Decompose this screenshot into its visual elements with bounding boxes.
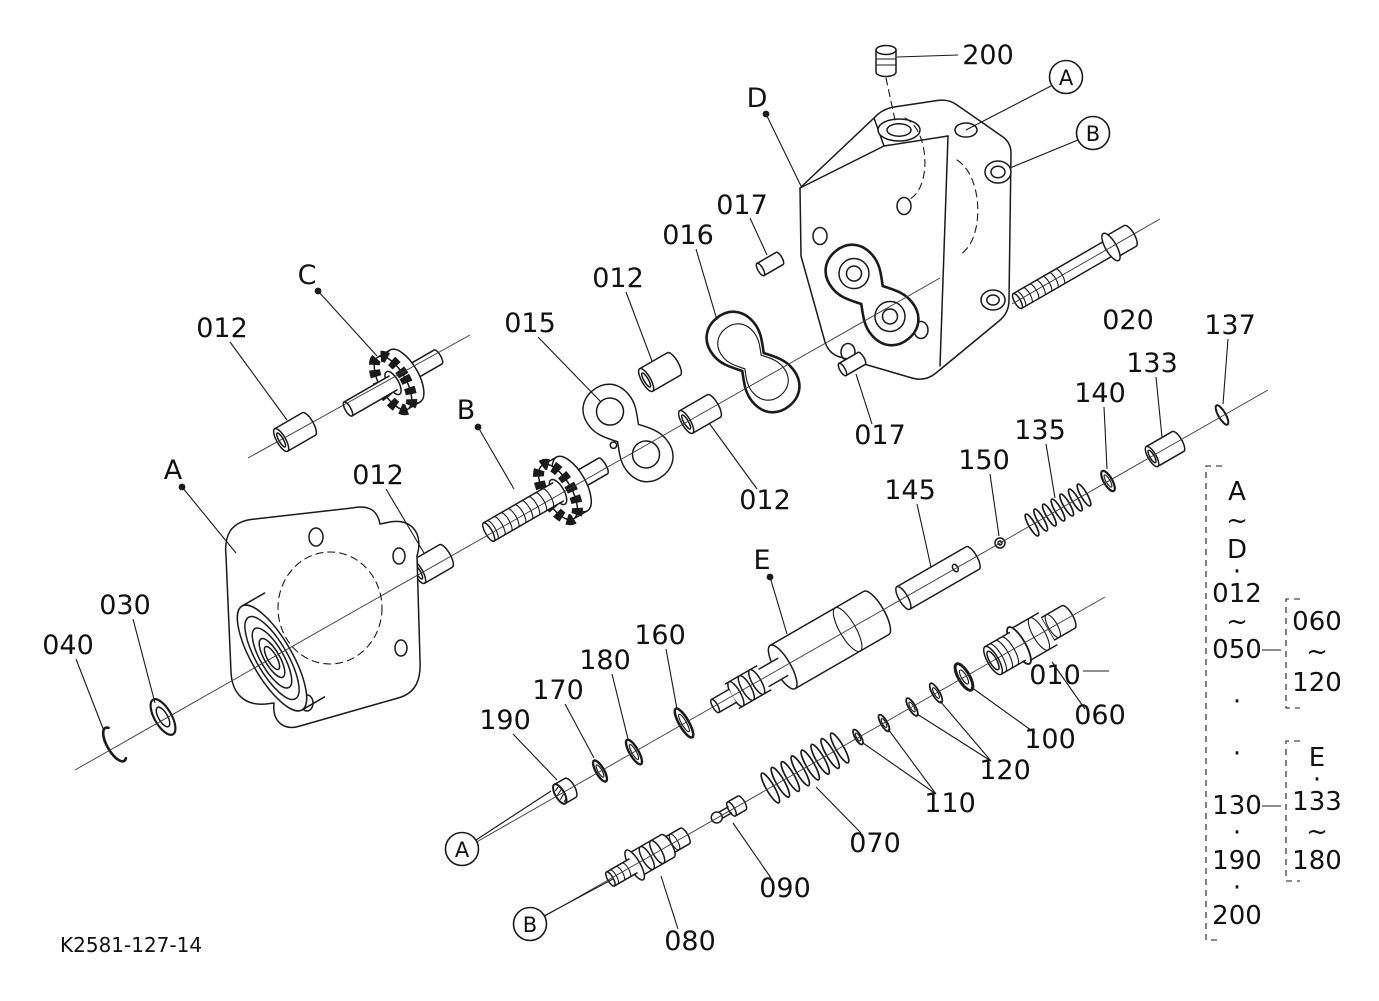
coupler-060 (982, 604, 1077, 676)
legend-entry: · (1233, 557, 1241, 587)
callout-100: 100 (1024, 724, 1076, 755)
balloon-b-bottom-label: B (523, 913, 537, 937)
callout-c: C (298, 260, 317, 291)
plate-015 (572, 373, 684, 493)
callout-140: 140 (1074, 378, 1126, 409)
callout-012-left: 012 (196, 313, 248, 344)
callout-137: 137 (1204, 310, 1256, 341)
valve-body (799, 99, 1012, 380)
balloon-b-top: B (1075, 115, 1111, 151)
callout-160: 160 (634, 620, 686, 651)
leader-lines (75, 54, 1281, 930)
legend-entry: ~ (1226, 607, 1248, 637)
callout-d: D (747, 83, 768, 114)
pump-housing-a (224, 506, 421, 728)
legend-entry: · (1233, 687, 1241, 717)
callout-e: E (753, 545, 770, 576)
callout-135: 135 (1014, 415, 1066, 446)
callout-133: 133 (1126, 348, 1178, 379)
center-axis-lines (74, 218, 1269, 917)
leader-dots (178, 110, 774, 581)
callout-012-top: 012 (592, 263, 644, 294)
callout-090: 090 (759, 873, 811, 904)
callout-b: B (457, 395, 476, 426)
legend-entry: 200 (1212, 901, 1262, 931)
washer-110-a (852, 728, 864, 746)
callout-040: 040 (42, 630, 94, 661)
legend-entry: ~ (1226, 506, 1248, 536)
balloon-a-top: A (1048, 59, 1084, 95)
callout-110: 110 (924, 788, 976, 819)
dowel-pin-017-top (755, 251, 785, 277)
callout-017-top: 017 (716, 190, 768, 221)
legend-entry: · (1233, 873, 1241, 903)
balloon-a-bottom-label: A (455, 838, 470, 862)
legend-entry: E (1309, 743, 1325, 773)
callout-010: 010 (1029, 660, 1081, 691)
balloon-b-bottom: B (512, 906, 548, 942)
callout-017-low: 017 (854, 420, 906, 451)
balloon-a-top-label: A (1059, 66, 1074, 90)
drawing-code: K2581-127-14 (60, 933, 202, 957)
callout-012-mid: 012 (739, 485, 791, 516)
callout-170: 170 (532, 675, 584, 706)
callout-a: A (164, 455, 183, 486)
callout-145: 145 (884, 475, 936, 506)
legend-column: A ~ D · 012 ~ 050 · · 130 · 190 · 200 (1212, 477, 1262, 931)
legend-entry: 130 (1212, 791, 1262, 821)
idler-gear-c (342, 348, 444, 417)
balloon-a-bottom: A (444, 831, 480, 867)
face-seal (814, 233, 930, 357)
legend-entry: 133 (1292, 787, 1342, 817)
legend-entry: 190 (1212, 846, 1262, 876)
dowel-pin-017-bottom (837, 351, 867, 377)
drive-gear-b (481, 455, 609, 543)
callout-200-top: 200 (962, 40, 1014, 71)
legend-brackets (1205, 465, 1300, 941)
callout-180: 180 (579, 645, 631, 676)
legend-entry: 180 (1292, 846, 1342, 876)
legend-entry: 060 (1292, 607, 1342, 637)
legend-entry: D (1227, 535, 1247, 565)
legend-entry: 120 (1292, 668, 1342, 698)
oil-seal-030 (149, 698, 177, 736)
callout-150: 150 (958, 445, 1010, 476)
callout-030: 030 (99, 590, 151, 621)
legend-entry: · (1233, 739, 1241, 769)
legend-entry: ~ (1306, 817, 1328, 847)
plug-200 (875, 44, 897, 121)
bushing-012-upper (637, 351, 683, 393)
legend-entry: A (1228, 477, 1246, 507)
callout-070: 070 (849, 828, 901, 859)
legend-entry: 050 (1212, 635, 1262, 665)
callout-015: 015 (504, 308, 556, 339)
callout-020: 020 (1102, 305, 1154, 336)
callout-012-b: 012 (352, 460, 404, 491)
legend-entry: · (1233, 818, 1241, 848)
ring-137 (1214, 404, 1230, 426)
legend-subgroup-bottom: E · 133 ~ 180 (1292, 743, 1342, 876)
callout-060: 060 (1074, 700, 1126, 731)
spring-seat-090 (710, 795, 748, 824)
legend-entry: ~ (1306, 637, 1328, 667)
snap-ring-040 (101, 726, 128, 763)
callout-190: 190 (479, 705, 531, 736)
legend-subgroup-top: 060 ~ 120 (1292, 607, 1342, 698)
callout-120: 120 (979, 755, 1031, 786)
callout-080: 080 (664, 926, 716, 957)
callout-016: 016 (662, 220, 714, 251)
legend-entry: · (1313, 765, 1321, 795)
balloon-b-top-label: B (1086, 122, 1100, 146)
legend-entry: 012 (1212, 579, 1262, 609)
